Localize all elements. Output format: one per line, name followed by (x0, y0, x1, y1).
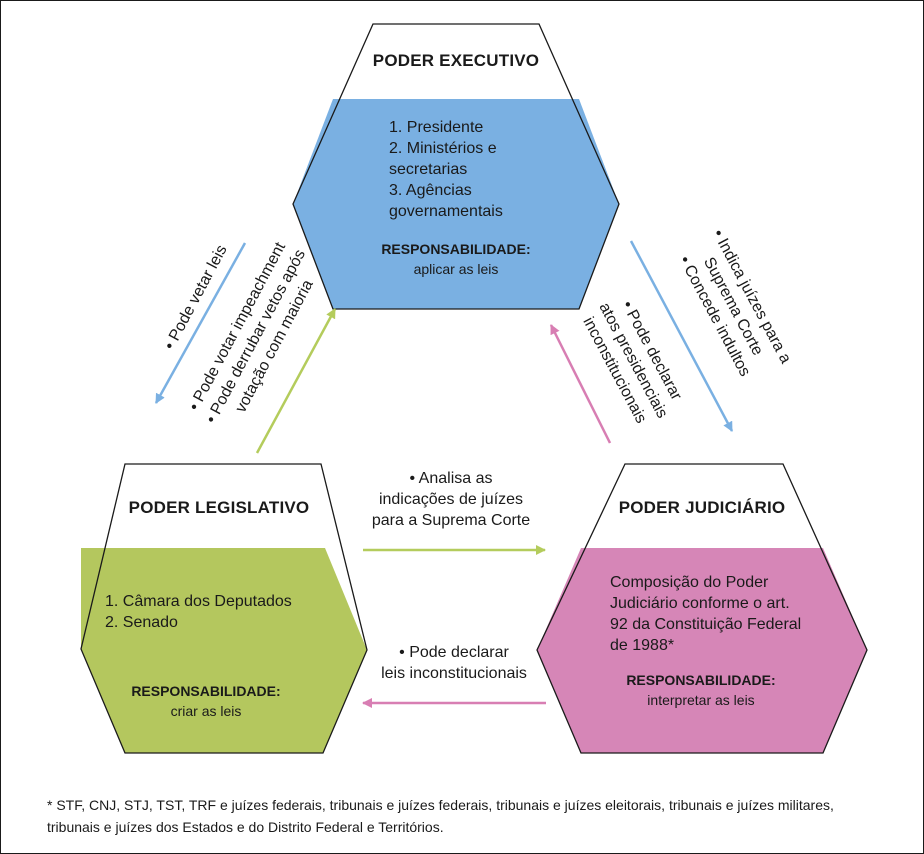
executivo-body-fill (293, 99, 619, 309)
legislativo-outline (80, 463, 368, 754)
executivo-resp-text: aplicar as leis (413, 261, 499, 277)
legislativo-item-2: 2. Senado (105, 614, 178, 631)
legislativo-title: PODER LEGISLATIVO (128, 498, 310, 517)
relation-jud-to-leg-line-2: leis inconstitucionais (381, 665, 527, 682)
executivo-item-2: 2. Ministérios e secretarias (389, 140, 497, 178)
legislativo-hexagon (80, 463, 368, 754)
footnote: * STF, CNJ, STJ, TST, TRF e juízes feder… (47, 797, 834, 835)
legislativo-item-1: 1. Câmara dos Deputados (105, 593, 292, 610)
executivo-hexagon (292, 23, 620, 310)
relation-jud-to-leg: • Pode declarar leis inconstitucionais (354, 642, 554, 684)
legislativo-header-fill (81, 464, 325, 548)
relation-leg-to-jud-line-2: indicações de juízes (378, 491, 524, 508)
judiciario-title: PODER JUDICIÁRIO (618, 498, 786, 517)
judiciario-resp-label: RESPONSABILIDADE: (626, 672, 776, 688)
arrow-exec-to-jud (629, 240, 734, 432)
legislativo-resp-text: criar as leis (170, 703, 242, 719)
relation-leg-to-jud-line-3: para a Suprema Corte (371, 512, 531, 529)
arrow-jud-to-exec (549, 324, 612, 444)
relation-jud-to-leg-line-1: • Pode declarar (399, 644, 509, 661)
arrow-exec-to-leg (154, 242, 247, 404)
judiciario-hexagon (536, 463, 868, 754)
arrow-leg-to-exec (255, 308, 337, 454)
executivo-header-fill (333, 24, 579, 99)
executivo-resp-label: RESPONSABILIDADE: (381, 241, 531, 257)
executivo-outline (292, 23, 620, 310)
executivo-item-3: 3. Agências governamentais (389, 182, 503, 220)
legislativo-items: 1. Câmara dos Deputados 2. Senado (105, 591, 335, 633)
executivo-items: 1. Presidente 2. Ministérios e secretari… (389, 117, 559, 222)
relation-leg-to-jud-line-1: • Analisa as (409, 470, 493, 487)
judiciario-body-fill (537, 548, 867, 753)
judiciario-resp-text: interpretar as leis (647, 692, 755, 708)
executivo-title: PODER EXECUTIVO (372, 51, 540, 70)
relation-leg-to-jud: • Analisa as indicações de juízes para a… (351, 468, 551, 531)
executivo-item-1: 1. Presidente (389, 119, 484, 136)
judiciario-composition: Composição do Poder Judiciário conforme … (610, 574, 802, 654)
judiciario-header-fill (581, 464, 823, 548)
judiciario-outline (536, 463, 868, 754)
legislativo-resp-label: RESPONSABILIDADE: (131, 683, 281, 699)
legislativo-body-fill (81, 548, 367, 753)
